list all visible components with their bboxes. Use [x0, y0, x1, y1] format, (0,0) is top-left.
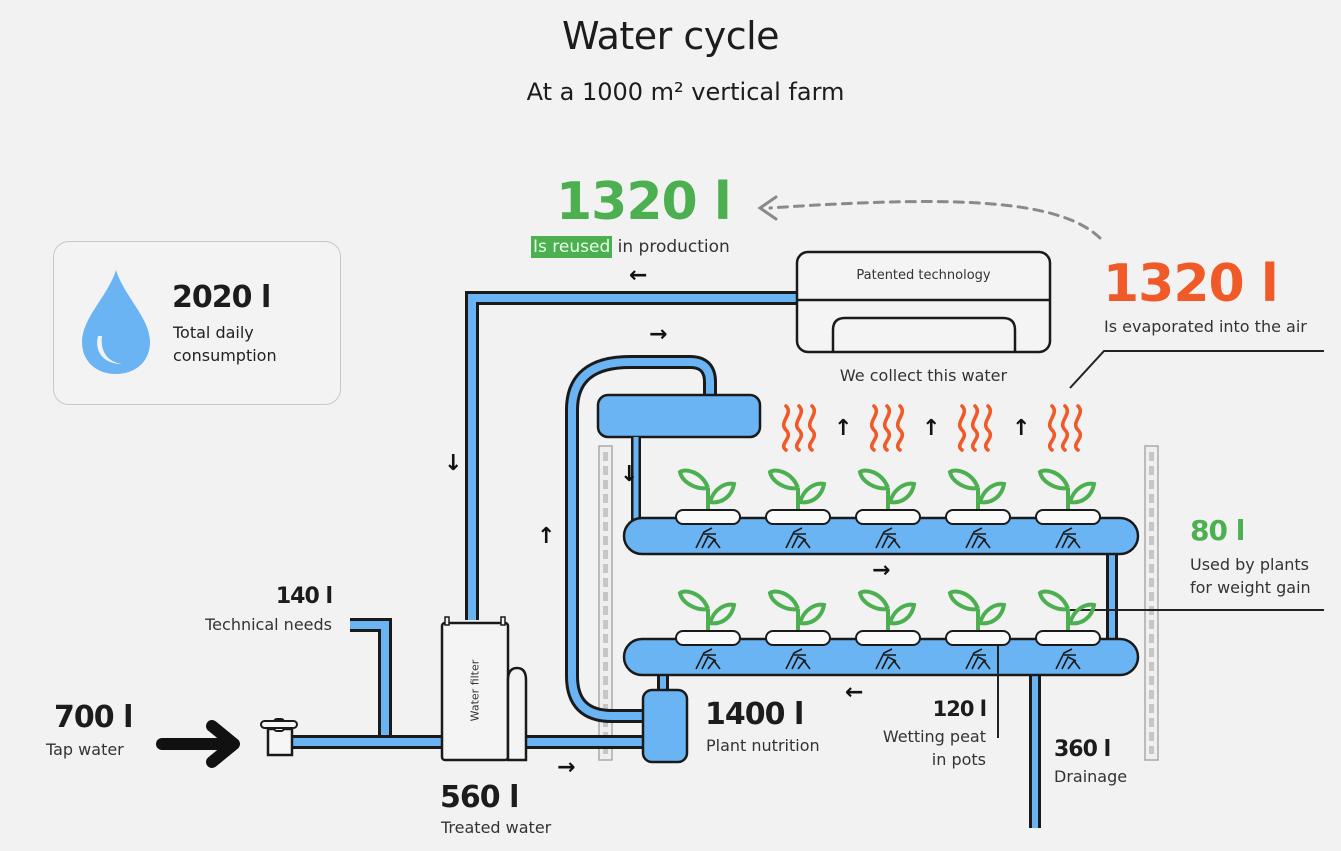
- collector-label: Patented technology: [856, 268, 991, 283]
- tap-value: 700 l: [54, 700, 133, 735]
- evaporated-value: 1320 l: [1103, 254, 1279, 314]
- nutrition-label: Plant nutrition: [706, 736, 820, 755]
- pot: [945, 509, 1011, 525]
- reused-label: Is reused in production: [531, 236, 730, 258]
- roots-icon: [1055, 648, 1081, 670]
- total-consumption-card: 2020 l Total daily consumption: [53, 241, 341, 405]
- flow-arrow-right-icon: →: [872, 558, 891, 583]
- pot: [1035, 509, 1101, 525]
- roots-icon: [965, 527, 991, 549]
- technical-needs-pipe: [350, 618, 392, 740]
- plant-icon: [855, 589, 921, 670]
- water-drop-icon: [82, 270, 150, 374]
- nutrition-value: 1400 l: [705, 697, 804, 732]
- evaporation-arrow-up-icon: ↑: [922, 416, 941, 441]
- roots-icon: [965, 648, 991, 670]
- evaporation-arrow-up-icon: ↑: [834, 416, 853, 441]
- flow-arrow-down-icon: ↓: [620, 462, 639, 487]
- roots-icon: [785, 527, 811, 549]
- pot: [1035, 630, 1101, 646]
- plants-weight-label-line1: Used by plants: [1190, 555, 1309, 574]
- plants-weight-label-line2: for weight gain: [1190, 578, 1311, 597]
- reuse-arrowhead: [757, 195, 778, 221]
- steam-icon: [869, 404, 905, 452]
- reused-value: 1320 l: [556, 172, 732, 232]
- technical-label: Technical needs: [205, 615, 332, 634]
- plant-icon: [945, 589, 1011, 670]
- plant-icon: [675, 589, 741, 670]
- roots-icon: [1055, 527, 1081, 549]
- treated-label: Treated water: [441, 818, 552, 837]
- plant-icon: [855, 468, 921, 549]
- plant-icon: [675, 468, 741, 549]
- drainage-label: Drainage: [1054, 767, 1128, 786]
- steam-icon: [1047, 404, 1083, 452]
- drainage-value: 360 l: [1054, 737, 1111, 762]
- evaporated-pointer-line: [1069, 350, 1324, 389]
- steam-icon: [781, 404, 817, 452]
- rack-right: [1144, 445, 1159, 761]
- pot: [855, 509, 921, 525]
- tap-faucet-icon: [260, 718, 298, 757]
- collector-caption: We collect this water: [839, 366, 1008, 385]
- pot: [945, 630, 1011, 646]
- nutrition-reservoir: [641, 688, 689, 764]
- flow-arrow-left-icon: ←: [629, 263, 648, 288]
- evaporated-label: Is evaporated into the air: [1104, 317, 1307, 336]
- pot: [765, 509, 831, 525]
- reused-highlight: Is reused: [531, 236, 613, 258]
- plant-icon: [1035, 468, 1101, 549]
- top-reservoir: [596, 393, 762, 439]
- pot: [675, 509, 741, 525]
- flow-arrow-left-icon: ←: [845, 680, 864, 705]
- flow-arrow-right-icon: →: [649, 322, 668, 347]
- page-subtitle: At a 1000 m² vertical farm: [526, 78, 845, 106]
- steam-icon: [957, 404, 993, 452]
- wetting-label-line1: Wetting peat: [882, 727, 986, 746]
- total-consumption-label-line1: Total daily: [173, 323, 254, 342]
- rack-left: [598, 445, 613, 761]
- reused-label-rest: in production: [612, 237, 730, 257]
- tap-label: Tap water: [46, 740, 124, 759]
- treated-value: 560 l: [440, 780, 519, 815]
- technical-value: 140 l: [275, 584, 333, 609]
- collector-device: [795, 250, 1052, 354]
- flow-arrow-right-icon: →: [557, 755, 576, 780]
- plant-icon: [765, 589, 831, 670]
- roots-icon: [695, 648, 721, 670]
- plant-icon: [945, 468, 1011, 549]
- roots-icon: [785, 648, 811, 670]
- flow-arrow-down-icon: ↓: [444, 451, 463, 476]
- water-filter: [440, 616, 528, 762]
- filter-label: Water filter: [468, 659, 482, 722]
- roots-icon: [875, 527, 901, 549]
- plant-icon: [765, 468, 831, 549]
- wetting-label-line2: in pots: [931, 750, 986, 769]
- pot: [765, 630, 831, 646]
- plant-icon: [1035, 589, 1101, 670]
- roots-icon: [695, 527, 721, 549]
- roots-icon: [875, 648, 901, 670]
- plants-weight-value: 80 l: [1190, 514, 1245, 547]
- wetting-value: 120 l: [932, 697, 987, 721]
- reuse-dashed-arrow: [768, 200, 1102, 240]
- tap-inflow-arrow: [156, 720, 240, 768]
- page-title: Water cycle: [561, 14, 780, 58]
- evaporation-arrow-up-icon: ↑: [1012, 416, 1031, 441]
- pot: [675, 630, 741, 646]
- flow-arrow-up-icon: ↑: [537, 524, 556, 549]
- total-consumption-value: 2020 l: [172, 280, 271, 315]
- pot: [855, 630, 921, 646]
- total-consumption-label-line2: consumption: [173, 346, 277, 365]
